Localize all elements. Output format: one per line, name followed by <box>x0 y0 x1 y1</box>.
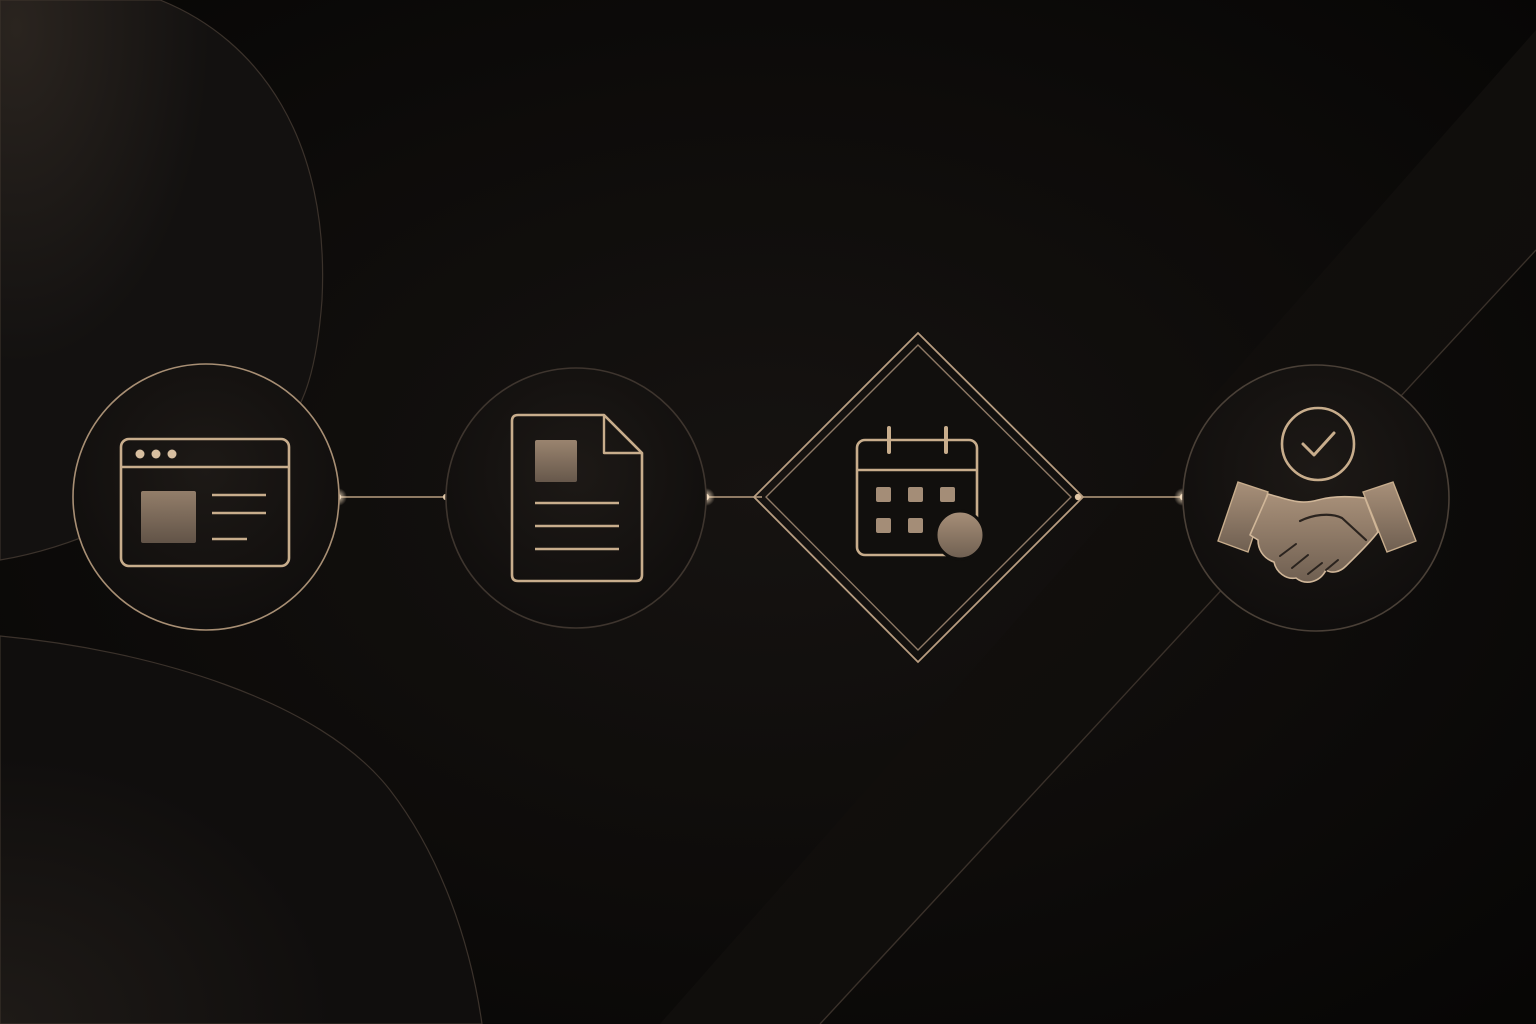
handshake-check-icon <box>1217 406 1417 583</box>
step-1-node <box>72 363 340 631</box>
decorative-diagonal-band <box>660 30 1536 1024</box>
step-3-node <box>752 331 1085 664</box>
document-icon <box>510 413 644 583</box>
step-2-circle <box>445 367 707 629</box>
check-circle-icon <box>1280 406 1356 482</box>
decorative-diagonal-line <box>819 249 1536 1024</box>
step-4-node <box>1182 364 1450 632</box>
connector-dot <box>1074 493 1082 501</box>
step-1-circle <box>72 363 340 631</box>
step-4-circle <box>1182 364 1450 632</box>
step-3-diamond-outer <box>752 331 1085 664</box>
calendar-icon <box>855 426 986 561</box>
browser-window-icon <box>119 437 291 568</box>
step-2-node <box>445 367 707 629</box>
decorative-blob-bottom-left <box>0 635 483 1024</box>
